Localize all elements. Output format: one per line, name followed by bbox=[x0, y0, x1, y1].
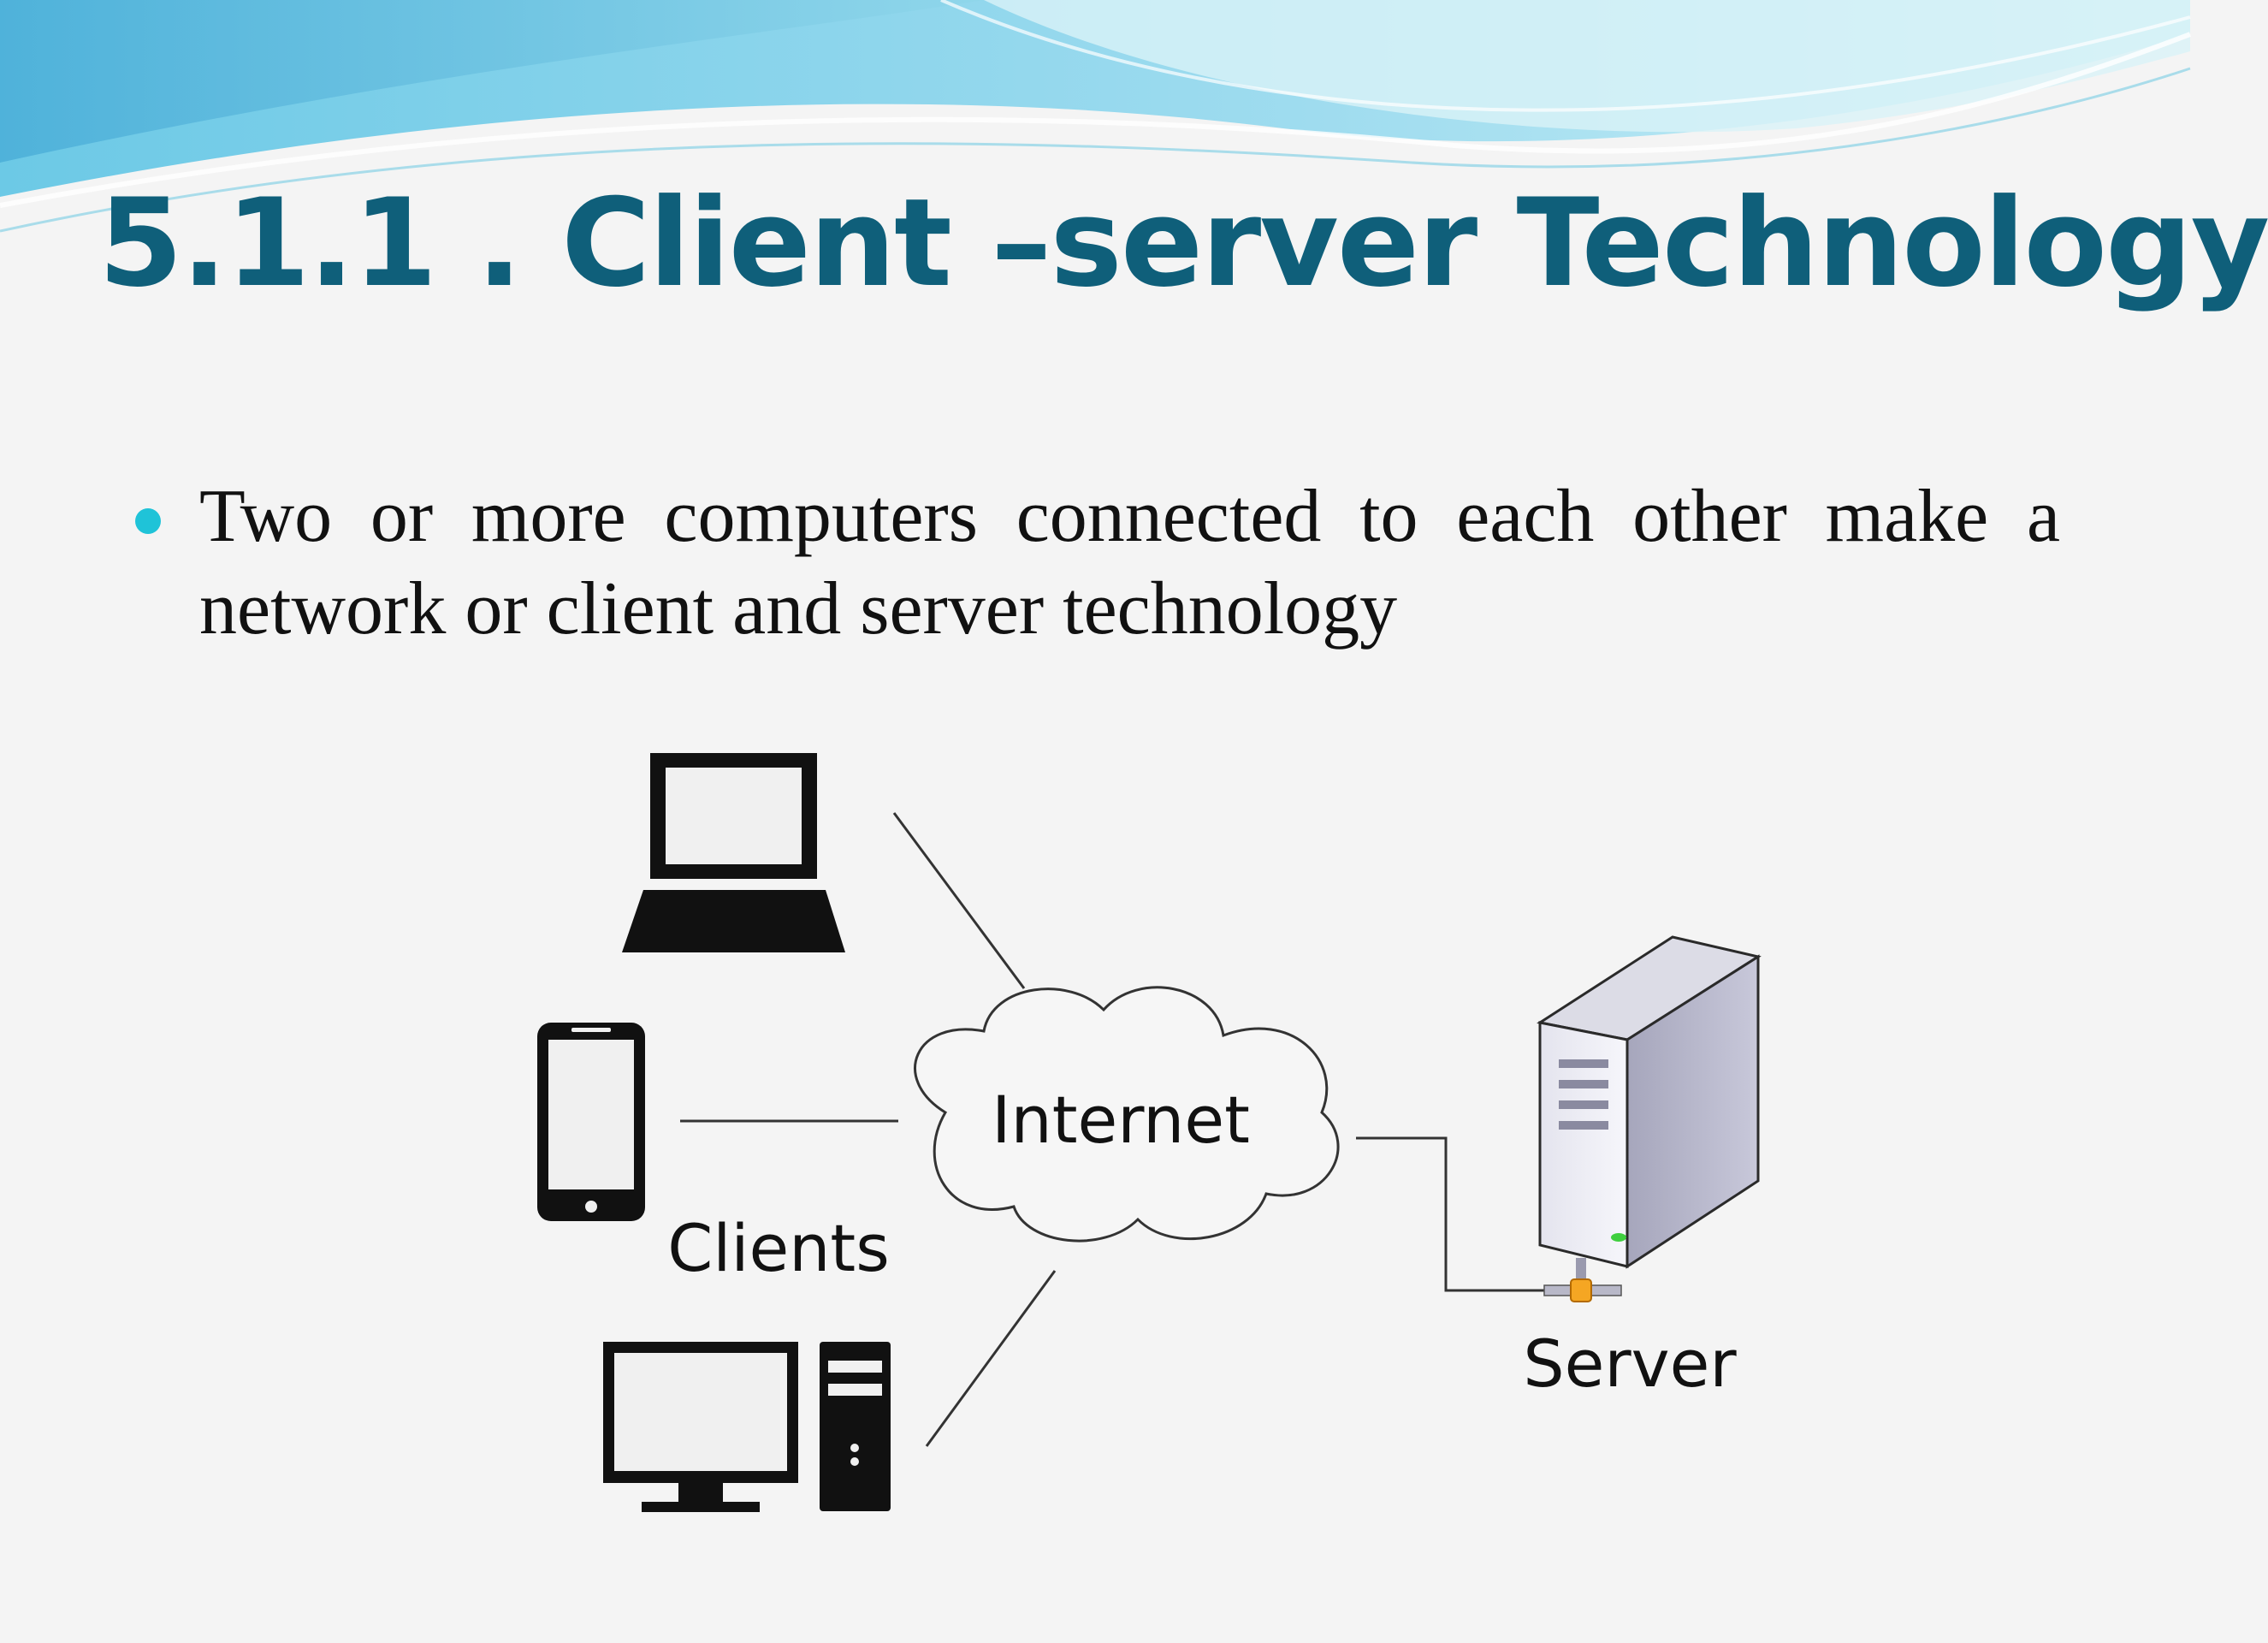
server-label: Server bbox=[1523, 1326, 1737, 1402]
connection-lines bbox=[680, 812, 1544, 1447]
laptop-link bbox=[892, 812, 1026, 989]
internet-label: Internet bbox=[992, 1082, 1250, 1158]
bullet-dot-icon bbox=[135, 508, 161, 534]
slide-title: 5.1.1 . Client –server Technology bbox=[98, 173, 2268, 314]
laptop-icon bbox=[622, 753, 845, 952]
header-wave-decoration bbox=[0, 0, 2192, 233]
desktop-computer-icon bbox=[603, 1342, 891, 1512]
desktop-link bbox=[925, 1270, 1057, 1447]
internet-cloud-icon bbox=[914, 986, 1340, 1243]
client-server-diagram: Internet Clients Server bbox=[537, 753, 1762, 1512]
smartphone-icon bbox=[537, 1023, 645, 1221]
server-tower-icon bbox=[1537, 935, 1762, 1302]
clients-label: Clients bbox=[667, 1210, 890, 1286]
server-link bbox=[1356, 1136, 1544, 1292]
bullet-text: Two or more computers connected to each … bbox=[199, 475, 2060, 650]
bullet-point: Two or more computers connected to each … bbox=[135, 471, 2060, 655]
